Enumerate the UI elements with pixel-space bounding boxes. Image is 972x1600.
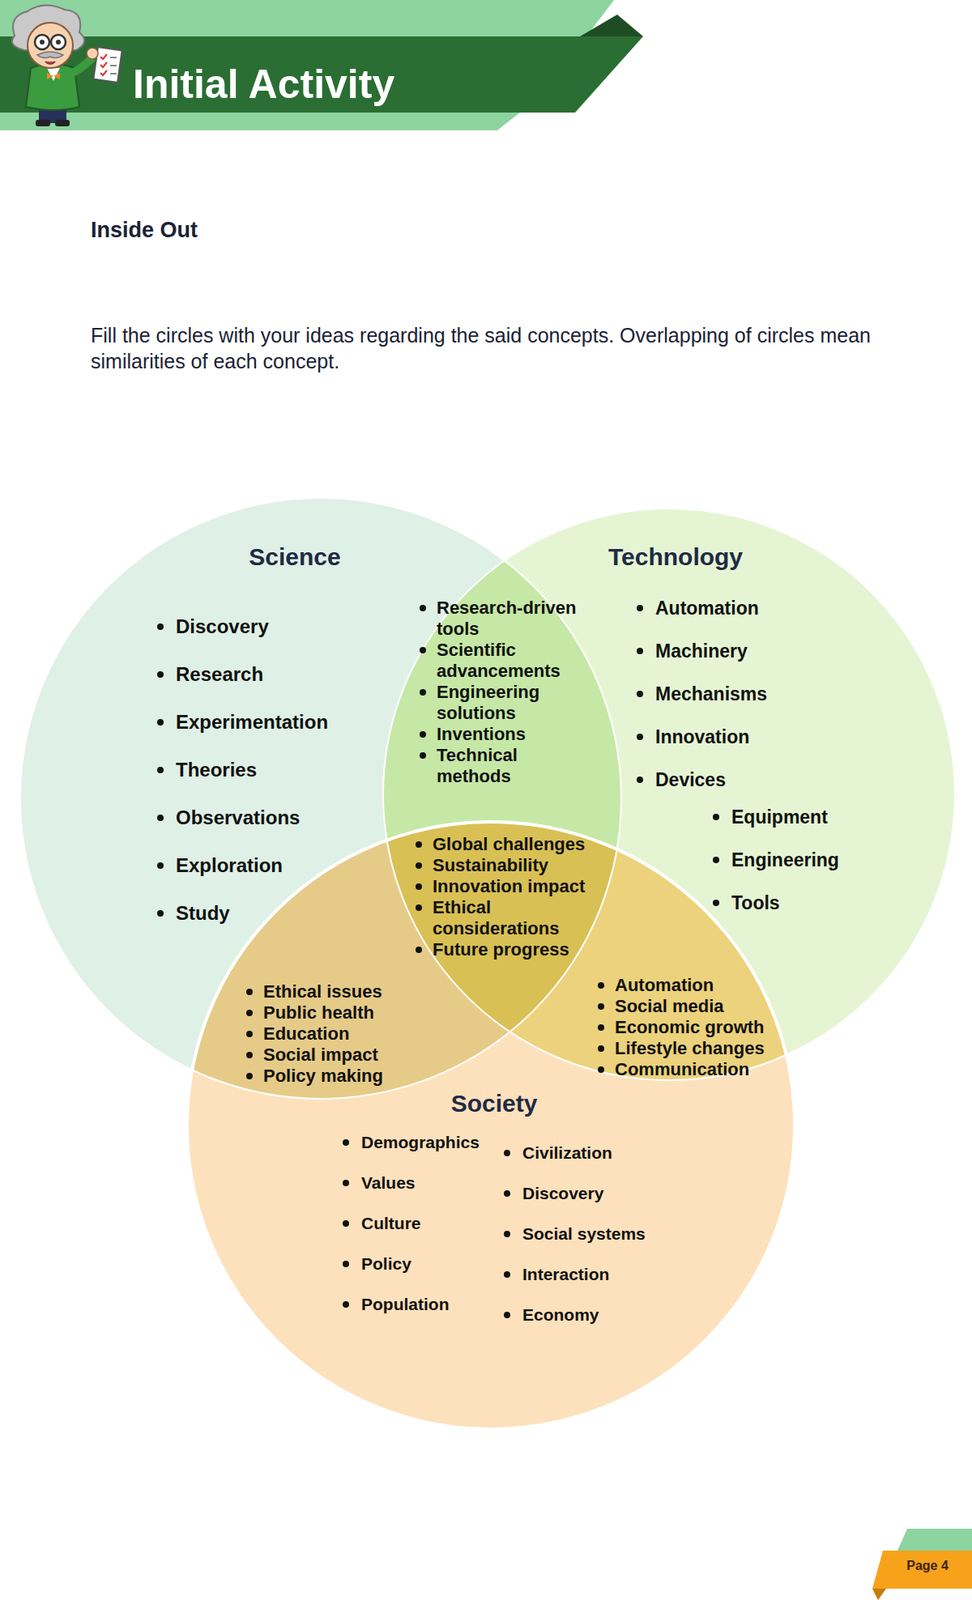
concept-item: Automation [634, 596, 759, 621]
concept-item: Discovery [154, 614, 269, 640]
overlap-item: Global challenges [413, 834, 593, 856]
overlap-list: AutomationSocial mediaEconomic growthLif… [595, 975, 779, 1081]
concept-item: Innovation [634, 725, 750, 750]
overlap-item: Social media [595, 996, 779, 1018]
scientist-cartoon [0, 0, 138, 146]
concept-item: Interaction [501, 1264, 610, 1286]
concept-item: Study [154, 901, 231, 926]
concept-item: Experimentation [154, 710, 329, 735]
concept-item: Mechanisms [634, 682, 768, 707]
overlap-item: Social impact [243, 1044, 406, 1066]
overlap-item: Public health [243, 1002, 406, 1024]
overlap-item: Scientific advancements [417, 639, 585, 683]
circle-heading: Society [451, 1089, 538, 1119]
page-number: Page 4 [882, 1557, 972, 1576]
instruction-text: Fill the circles with your ideas regardi… [90, 322, 962, 375]
overlap-item: Research-driven tools [417, 597, 585, 640]
concept-item: Policy [340, 1253, 412, 1275]
concept-item: Population [340, 1294, 450, 1316]
concept-item: Values [340, 1172, 416, 1194]
overlap-item: Economic growth [595, 1017, 779, 1039]
concept-item: Culture [340, 1213, 422, 1235]
concept-item: Discovery [501, 1183, 604, 1205]
concept-item: Observations [154, 805, 300, 831]
concept-item: Equipment [710, 805, 828, 830]
overlap-list: Ethical issuesPublic healthEducationSoci… [243, 981, 406, 1088]
overlap-item: Lifestyle changes [595, 1038, 779, 1060]
concept-item: Machinery [634, 639, 748, 664]
concept-item: Exploration [154, 853, 283, 879]
page-title: Initial Activity [132, 59, 395, 109]
overlap-item: Engineering solutions [417, 682, 585, 725]
overlap-list: Research-driven toolsScientific advancem… [417, 597, 585, 788]
overlap-item: Policy making [243, 1065, 406, 1088]
overlap-list: Global challengesSustainabilityInnovatio… [413, 834, 593, 961]
circle-heading: Science [248, 542, 341, 572]
overlap-item: Ethical issues [243, 981, 406, 1003]
concept-item: Civilization [501, 1142, 613, 1164]
overlap-item: Future progress [413, 939, 593, 961]
overlap-item: Automation [595, 975, 779, 997]
overlap-item: Education [243, 1023, 406, 1045]
concept-item: Engineering [710, 848, 840, 873]
concept-item: Demographics [340, 1132, 480, 1154]
concept-item: Social systems [501, 1223, 646, 1245]
overlap-item: Inventions [417, 724, 585, 746]
concept-item: Economy [501, 1304, 600, 1326]
circle-heading: Technology [608, 542, 743, 572]
concept-item: Research [154, 662, 264, 687]
overlap-item: Sustainability [413, 855, 593, 877]
overlap-item: Innovation impact [413, 876, 593, 898]
overlap-item: Technical methods [417, 745, 585, 788]
overlap-item: Communication [595, 1059, 779, 1081]
section-heading: Inside Out [90, 216, 198, 244]
concept-item: Tools [710, 891, 781, 916]
overlap-item: Ethical considerations [413, 897, 593, 940]
concept-item: Theories [154, 758, 257, 783]
concept-item: Devices [634, 768, 726, 793]
